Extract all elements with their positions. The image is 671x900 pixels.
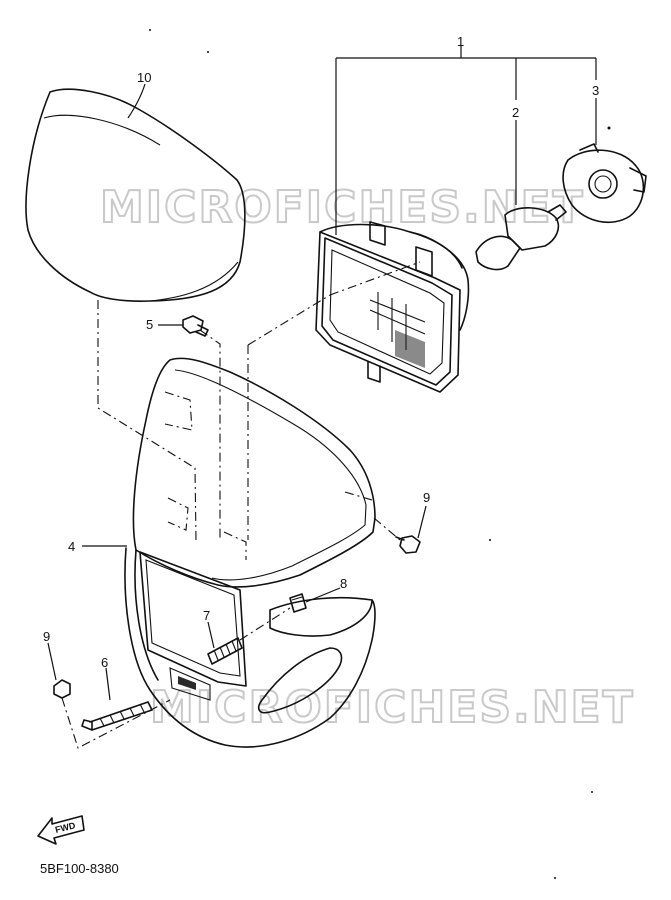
- part-socket: [562, 143, 647, 224]
- callout-2: 2: [512, 105, 519, 120]
- fwd-label: FWD: [54, 820, 77, 835]
- part-headlight-unit: [315, 221, 470, 393]
- callout-9-left: 9: [43, 629, 50, 644]
- part-bolt-9-left: [53, 679, 71, 699]
- callout-3: 3: [592, 83, 599, 98]
- scan-specks: [149, 29, 611, 879]
- part-visor: [25, 88, 246, 302]
- callout-6: 6: [101, 655, 108, 670]
- part-bulb: [475, 204, 567, 271]
- part-cowl: [124, 357, 376, 748]
- callout-1: 1: [457, 34, 464, 49]
- callout-9-right: 9: [423, 490, 430, 505]
- callout-8: 8: [340, 576, 347, 591]
- part-bolt-5: [182, 315, 209, 337]
- part-code: 5BF100-8380: [40, 861, 119, 876]
- callout-5: 5: [146, 317, 153, 332]
- leader-lines: [47, 45, 597, 701]
- callout-10: 10: [137, 70, 151, 85]
- callout-7: 7: [203, 608, 210, 623]
- part-grommet: [289, 593, 307, 613]
- callout-numbers: 1 2 3 4 5 6 7 8 9 9 10: [43, 34, 599, 670]
- watermark-bottom: MICROFICHES.NET: [150, 682, 635, 733]
- part-screw-6: [81, 701, 153, 731]
- fwd-arrow-icon: FWD: [37, 815, 85, 845]
- part-bolt-9-right: [395, 535, 421, 554]
- assembly-lines: [61, 261, 421, 749]
- part-spring: [207, 637, 243, 665]
- callout-4: 4: [68, 539, 75, 554]
